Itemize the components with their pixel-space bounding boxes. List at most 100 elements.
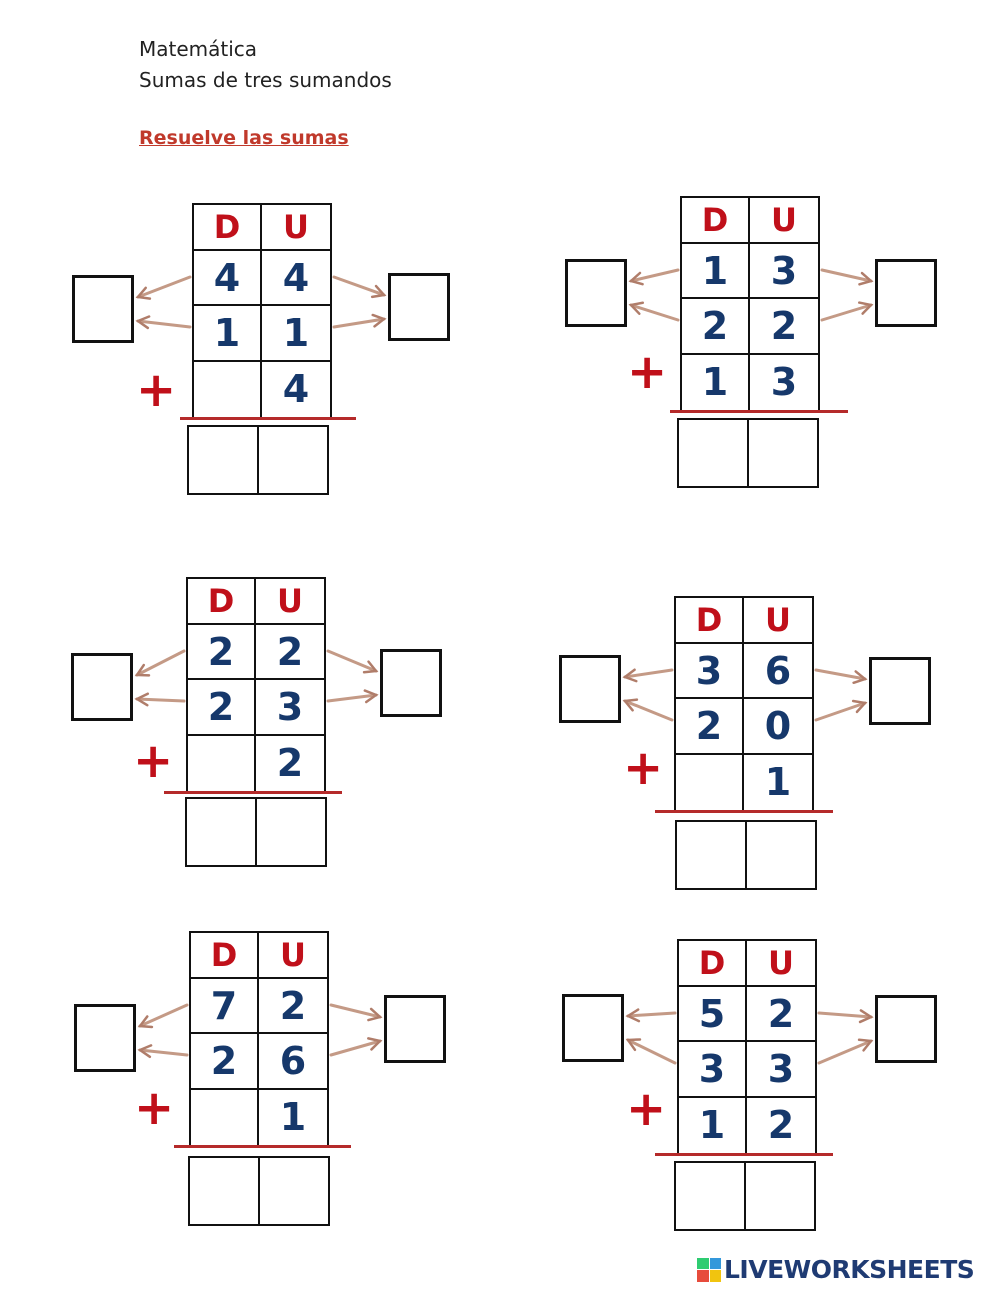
result-tens-box[interactable]	[189, 427, 259, 493]
result-tens-box[interactable]	[190, 1158, 260, 1224]
arrows	[134, 649, 379, 707]
result-boxes	[185, 797, 327, 867]
tens-digit: 5	[679, 987, 747, 1043]
logo-text: LIVEWORKSHEETS	[724, 1255, 975, 1284]
result-tens-box[interactable]	[679, 420, 749, 486]
tens-digit	[188, 735, 256, 791]
result-units-box[interactable]	[749, 420, 817, 486]
tens-digit	[191, 1089, 259, 1145]
tens-digit	[194, 361, 262, 417]
right-arrow	[817, 1038, 874, 1065]
tens-sum-box[interactable]	[562, 994, 624, 1062]
left-arrow	[137, 1044, 189, 1059]
plus-sign: +	[623, 740, 664, 796]
units-sum-box[interactable]	[388, 273, 450, 341]
left-arrow	[625, 1008, 677, 1023]
sum-line	[655, 810, 833, 813]
units-sum-box[interactable]	[875, 259, 937, 327]
tens-digit: 2	[188, 625, 256, 681]
tens-digit: 2	[191, 1034, 259, 1090]
tens-header: D	[682, 198, 750, 244]
right-arrow	[329, 1037, 383, 1057]
subject-title: Matemática	[139, 37, 258, 61]
result-boxes	[187, 425, 329, 495]
result-units-box[interactable]	[259, 427, 327, 493]
tens-sum-box[interactable]	[559, 655, 621, 723]
result-tens-box[interactable]	[187, 799, 257, 865]
arrows	[137, 1003, 383, 1059]
tens-digit: 1	[679, 1097, 747, 1153]
tens-digit: 1	[194, 306, 262, 362]
units-digit: 2	[750, 299, 818, 355]
units-header: U	[747, 941, 815, 987]
right-arrow	[329, 1003, 383, 1022]
plus-sign: +	[627, 344, 668, 400]
tens-digit: 1	[682, 244, 750, 300]
units-digit: 0	[744, 699, 812, 755]
units-digit: 3	[750, 244, 818, 300]
left-arrow	[134, 692, 186, 707]
units-digit: 2	[259, 979, 327, 1035]
left-arrow	[625, 1038, 677, 1065]
sum-line	[174, 1145, 351, 1148]
units-digit: 1	[262, 306, 330, 362]
result-boxes	[188, 1156, 330, 1226]
units-digit: 3	[747, 1042, 815, 1098]
left-arrow	[135, 275, 192, 300]
units-sum-box[interactable]	[869, 657, 931, 725]
tens-digit: 1	[682, 354, 750, 410]
result-units-box[interactable]	[746, 1163, 814, 1229]
tens-sum-box[interactable]	[72, 275, 134, 343]
result-boxes	[674, 1161, 816, 1231]
tens-digit: 2	[682, 299, 750, 355]
result-boxes	[677, 418, 819, 488]
result-boxes	[675, 820, 817, 890]
left-arrow	[135, 315, 192, 330]
units-sum-box[interactable]	[875, 995, 937, 1063]
plus-sign: +	[133, 733, 174, 789]
sum-line	[164, 791, 342, 794]
units-digit: 1	[279, 1095, 307, 1140]
left-arrow	[134, 649, 186, 677]
liveworksheets-logo-icon	[697, 1257, 721, 1282]
result-tens-box[interactable]	[677, 822, 747, 888]
arrows	[625, 1008, 874, 1065]
units-digit: 4	[262, 251, 330, 307]
tens-sum-box[interactable]	[565, 259, 627, 327]
arrows	[628, 268, 874, 322]
units-sum-box[interactable]	[380, 649, 442, 717]
right-arrow	[326, 649, 379, 674]
units-sum-box[interactable]	[384, 995, 446, 1063]
plus-sign: +	[134, 1080, 175, 1136]
left-arrow	[622, 698, 674, 722]
tens-header: D	[188, 579, 256, 625]
units-digit: 6	[744, 644, 812, 700]
plus-sign: +	[136, 362, 177, 418]
result-units-box[interactable]	[257, 799, 325, 865]
tens-digit: 4	[194, 251, 262, 307]
topic-title: Sumas de tres sumandos	[139, 68, 392, 92]
tens-header: D	[191, 933, 259, 979]
units-header: U	[259, 933, 327, 979]
units-digit: 3	[256, 680, 324, 736]
tens-digit: 2	[188, 680, 256, 736]
tens-digit	[676, 754, 744, 810]
arrows	[135, 275, 387, 330]
tens-digit: 7	[191, 979, 259, 1035]
tens-sum-box[interactable]	[71, 653, 133, 721]
liveworksheets-logo: LIVEWORKSHEETS	[697, 1255, 975, 1284]
right-arrow	[820, 268, 874, 286]
result-tens-box[interactable]	[676, 1163, 746, 1229]
right-arrow	[326, 689, 379, 704]
units-header: U	[256, 579, 324, 625]
units-digit: 3	[770, 360, 798, 405]
units-digit: 2	[747, 987, 815, 1043]
right-arrow	[814, 699, 868, 722]
result-units-box[interactable]	[260, 1158, 328, 1224]
units-digit: 2	[276, 741, 304, 786]
tens-sum-box[interactable]	[74, 1004, 136, 1072]
result-units-box[interactable]	[747, 822, 815, 888]
